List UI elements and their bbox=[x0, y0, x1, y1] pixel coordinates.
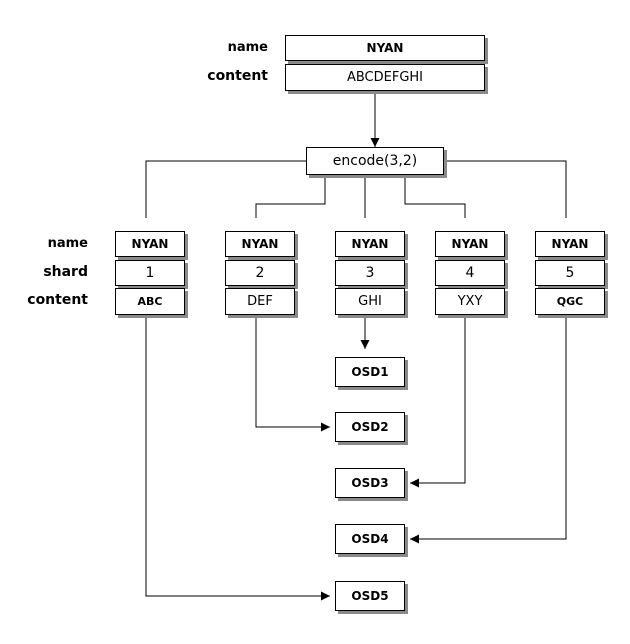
shard-5-number: 5 bbox=[535, 260, 605, 286]
shard-1-content: ABC bbox=[115, 288, 185, 315]
shard-2-to-osd2-arrow bbox=[255, 315, 330, 432]
shard-4-to-osd3-arrow bbox=[410, 315, 466, 488]
osd-1: OSD1 bbox=[335, 357, 405, 387]
shard-5-to-osd4-arrow bbox=[410, 315, 567, 544]
shard-2-number: 2 bbox=[225, 260, 295, 286]
shard-2-content: DEF bbox=[225, 288, 295, 315]
osd-5: OSD5 bbox=[335, 581, 405, 611]
shard-3-content: GHI bbox=[335, 288, 405, 315]
shard-4-name: NYAN bbox=[435, 231, 505, 257]
shard-1-number: 1 bbox=[115, 260, 185, 286]
encoder-to-shard-2-line bbox=[255, 175, 326, 218]
shard-row-shard-label: shard bbox=[43, 264, 88, 280]
input-name-box: NYAN bbox=[285, 35, 485, 61]
input-content-box: ABCDEFGHI bbox=[285, 64, 485, 91]
osd-4: OSD4 bbox=[335, 524, 405, 554]
shard-3-number: 3 bbox=[335, 260, 405, 286]
shard-row-name-label: name bbox=[47, 236, 88, 251]
encoder-to-shard-4-line bbox=[404, 175, 466, 218]
shard-4-number: 4 bbox=[435, 260, 505, 286]
encoder-box: encode(3,2) bbox=[306, 147, 444, 175]
osd-2: OSD2 bbox=[335, 412, 405, 442]
shard-1-to-osd5-arrow bbox=[145, 315, 330, 601]
encoder-to-shard-5-line bbox=[444, 160, 567, 218]
shard-4-content: YXY bbox=[435, 288, 505, 315]
shard-5-name: NYAN bbox=[535, 231, 605, 257]
shard-2-name: NYAN bbox=[225, 231, 295, 257]
input-content-label: content bbox=[207, 68, 268, 84]
input-name-label: name bbox=[227, 40, 268, 55]
shard-row-content-label: content bbox=[27, 292, 88, 308]
encoder-to-shard-1-line bbox=[145, 160, 306, 218]
osd-3: OSD3 bbox=[335, 468, 405, 498]
shard-5-content: QGC bbox=[535, 288, 605, 315]
shard-3-name: NYAN bbox=[335, 231, 405, 257]
shard-1-name: NYAN bbox=[115, 231, 185, 257]
